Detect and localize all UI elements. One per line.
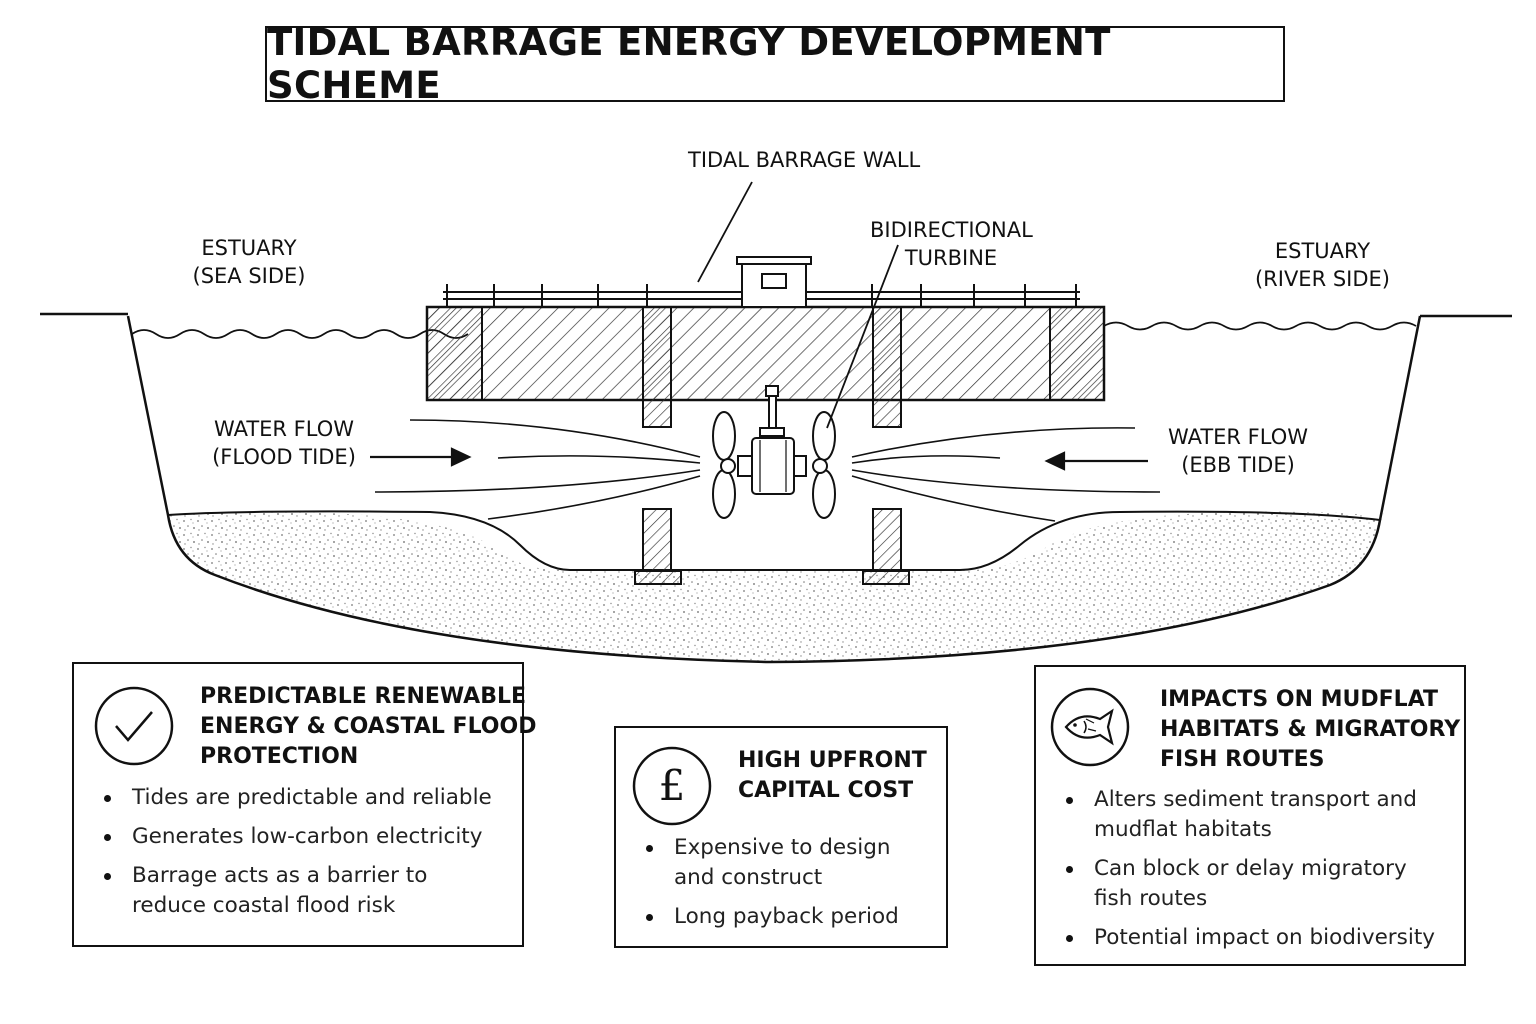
pound-icon: £ [632, 746, 712, 826]
page-title: TIDAL BARRAGE ENERGY DEVELOPMENT SCHEME [267, 21, 1111, 107]
bullet-text: reduce coastal flood risk [132, 893, 396, 918]
list-item: Expensive to design and construct [642, 833, 899, 893]
river-side-label: ESTUARY (RIVER SIDE) [1250, 237, 1395, 293]
check-icon [94, 686, 174, 766]
river-side-label-line1: ESTUARY [1274, 239, 1371, 263]
bullet-text: mudflat habitats [1094, 817, 1272, 842]
barrage-leader-line [697, 181, 753, 283]
barrage-wall-label: TIDAL BARRAGE WALL [688, 146, 920, 174]
impacts-heading-line2: HABITATS & MIGRATORY [1160, 717, 1461, 742]
ebb-arrow [1044, 451, 1148, 471]
benefits-heading: PREDICTABLE RENEWABLE ENERGY & COASTAL F… [200, 682, 536, 772]
bullet-text: and construct [674, 865, 823, 890]
turbine-leader-line [826, 244, 899, 429]
cost-list: Expensive to design and construct Long p… [642, 833, 899, 941]
list-item: Potential impact on biodiversity [1062, 923, 1435, 953]
list-item: Alters sediment transport and mudflat ha… [1062, 785, 1435, 845]
benefits-heading-line3: PROTECTION [200, 744, 359, 769]
pier-footing-right [862, 570, 910, 585]
sea-side-label: ESTUARY (SEA SIDE) [182, 234, 316, 290]
barrage-wall-text: TIDAL BARRAGE WALL [688, 148, 921, 172]
control-hut [736, 256, 812, 308]
impacts-heading-line3: FISH ROUTES [1160, 747, 1325, 772]
sediment-bed [128, 316, 1420, 662]
benefits-heading-line1: PREDICTABLE RENEWABLE [200, 684, 527, 709]
turbine-label-line1: BIDIRECTIONAL [870, 218, 1033, 242]
bullet-text: Alters sediment transport and [1094, 787, 1417, 812]
pound-glyph: £ [659, 761, 686, 810]
benefits-list: Tides are predictable and reliable Gener… [100, 783, 492, 930]
basin-outline [126, 315, 1422, 664]
bullet-text: fish routes [1094, 886, 1208, 911]
ebb-flow-label-line2: (EBB TIDE) [1181, 453, 1295, 477]
bed-surface [167, 510, 1381, 571]
flood-flow-label-line2: (FLOOD TIDE) [212, 445, 356, 469]
benefits-card: PREDICTABLE RENEWABLE ENERGY & COASTAL F… [72, 662, 536, 947]
pier-footing-left [634, 570, 682, 585]
list-item: Long payback period [642, 902, 899, 932]
impacts-heading: IMPACTS ON MUDFLAT HABITATS & MIGRATORY … [1160, 685, 1460, 775]
bullet-text: Tides are predictable and reliable [132, 785, 492, 810]
cost-card: £ HIGH UPFRONT CAPITAL COST Expensive to… [614, 726, 948, 948]
impacts-heading-line1: IMPACTS ON MUDFLAT [1160, 687, 1439, 712]
bullet-text: Long payback period [674, 904, 899, 929]
sea-side-label-line1: ESTUARY [201, 236, 297, 260]
barrage-end-left [426, 306, 483, 401]
flood-flow-label: WATER FLOW (FLOOD TIDE) [212, 415, 356, 471]
pier-lower-right [872, 508, 902, 572]
bullet-text: Expensive to design [674, 835, 891, 860]
water-surface-sea [131, 329, 469, 339]
title-box: TIDAL BARRAGE ENERGY DEVELOPMENT SCHEME [265, 21, 1285, 107]
list-item: Generates low-carbon electricity [100, 822, 492, 852]
pier-lower-left [642, 508, 672, 572]
fish-icon [1050, 687, 1130, 767]
benefits-heading-line2: ENERGY & COASTAL FLOOD [200, 714, 537, 739]
ebb-flow-label: WATER FLOW (EBB TIDE) [1166, 423, 1310, 479]
impacts-card: IMPACTS ON MUDFLAT HABITATS & MIGRATORY … [1034, 665, 1466, 966]
cost-heading-line2: CAPITAL COST [738, 778, 914, 803]
list-item: Barrage acts as a barrier to reduce coas… [100, 861, 492, 921]
turbine-label-line2: TURBINE [904, 246, 998, 270]
cost-heading: HIGH UPFRONT CAPITAL COST [738, 746, 927, 806]
impacts-list: Alters sediment transport and mudflat ha… [1062, 785, 1435, 962]
flood-flow-label-line1: WATER FLOW [213, 417, 355, 441]
barrage-end-right [1049, 306, 1105, 401]
river-side-label-line2: (RIVER SIDE) [1254, 267, 1391, 291]
sea-side-label-line2: (SEA SIDE) [192, 264, 306, 288]
water-surface-river [1103, 321, 1417, 331]
turbine-label: BIDIRECTIONAL TURBINE [870, 216, 1033, 272]
ebb-flow-label-line1: WATER FLOW [1167, 425, 1309, 449]
list-item: Tides are predictable and reliable [100, 783, 492, 813]
flow-lines [374, 419, 1161, 522]
bullet-text: Potential impact on biodiversity [1094, 925, 1435, 950]
cost-heading-line1: HIGH UPFRONT [738, 748, 927, 773]
list-item: Can block or delay migratory fish routes [1062, 854, 1435, 914]
turbine [712, 385, 836, 519]
bullet-text: Can block or delay migratory [1094, 856, 1407, 881]
bullet-text: Generates low-carbon electricity [132, 824, 483, 849]
pier-upper-left [642, 306, 672, 428]
flood-arrow [370, 447, 472, 467]
bullet-text: Barrage acts as a barrier to [132, 863, 428, 888]
pier-upper-right [872, 306, 902, 428]
